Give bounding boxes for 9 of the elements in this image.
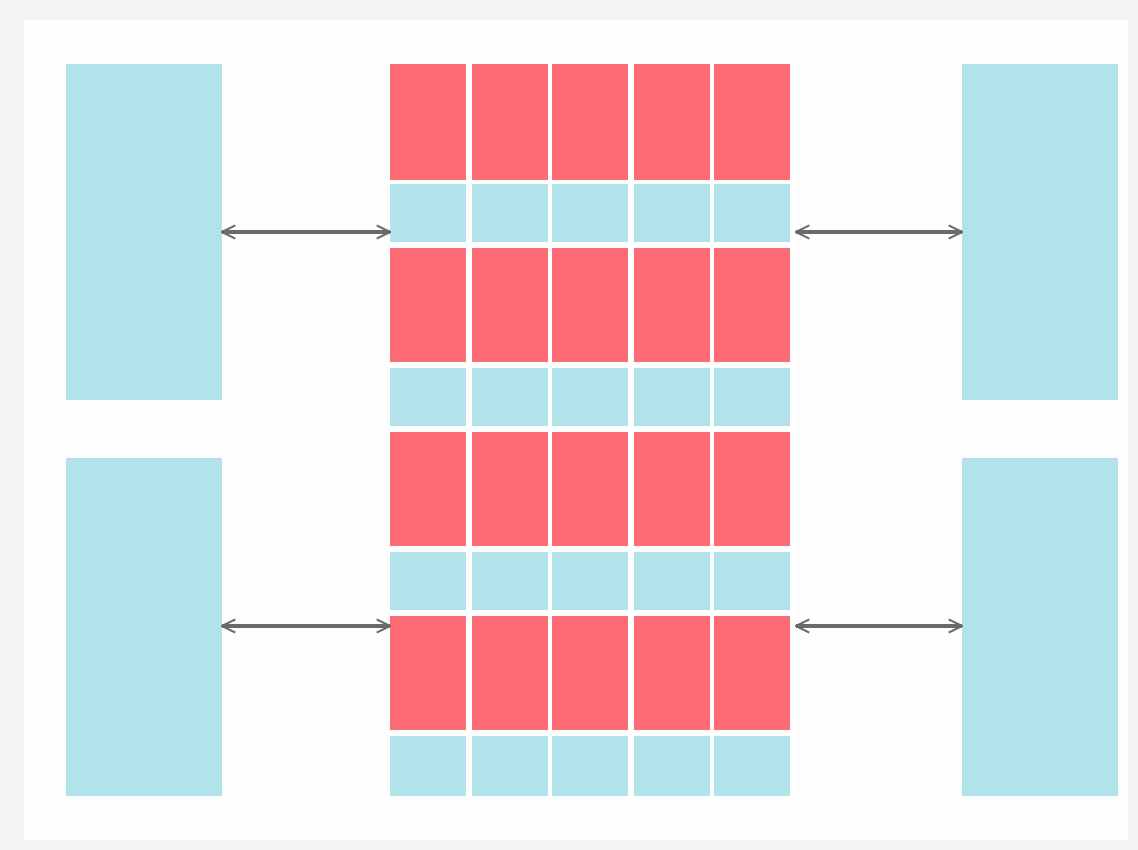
side-panel xyxy=(962,64,1118,400)
side-panel xyxy=(66,458,222,796)
cell-grid xyxy=(390,64,796,796)
side-panel xyxy=(962,458,1118,796)
side-panel xyxy=(66,64,222,400)
double-arrow xyxy=(220,618,392,634)
double-arrow xyxy=(794,224,964,240)
double-arrow xyxy=(794,618,964,634)
double-arrow xyxy=(220,224,392,240)
